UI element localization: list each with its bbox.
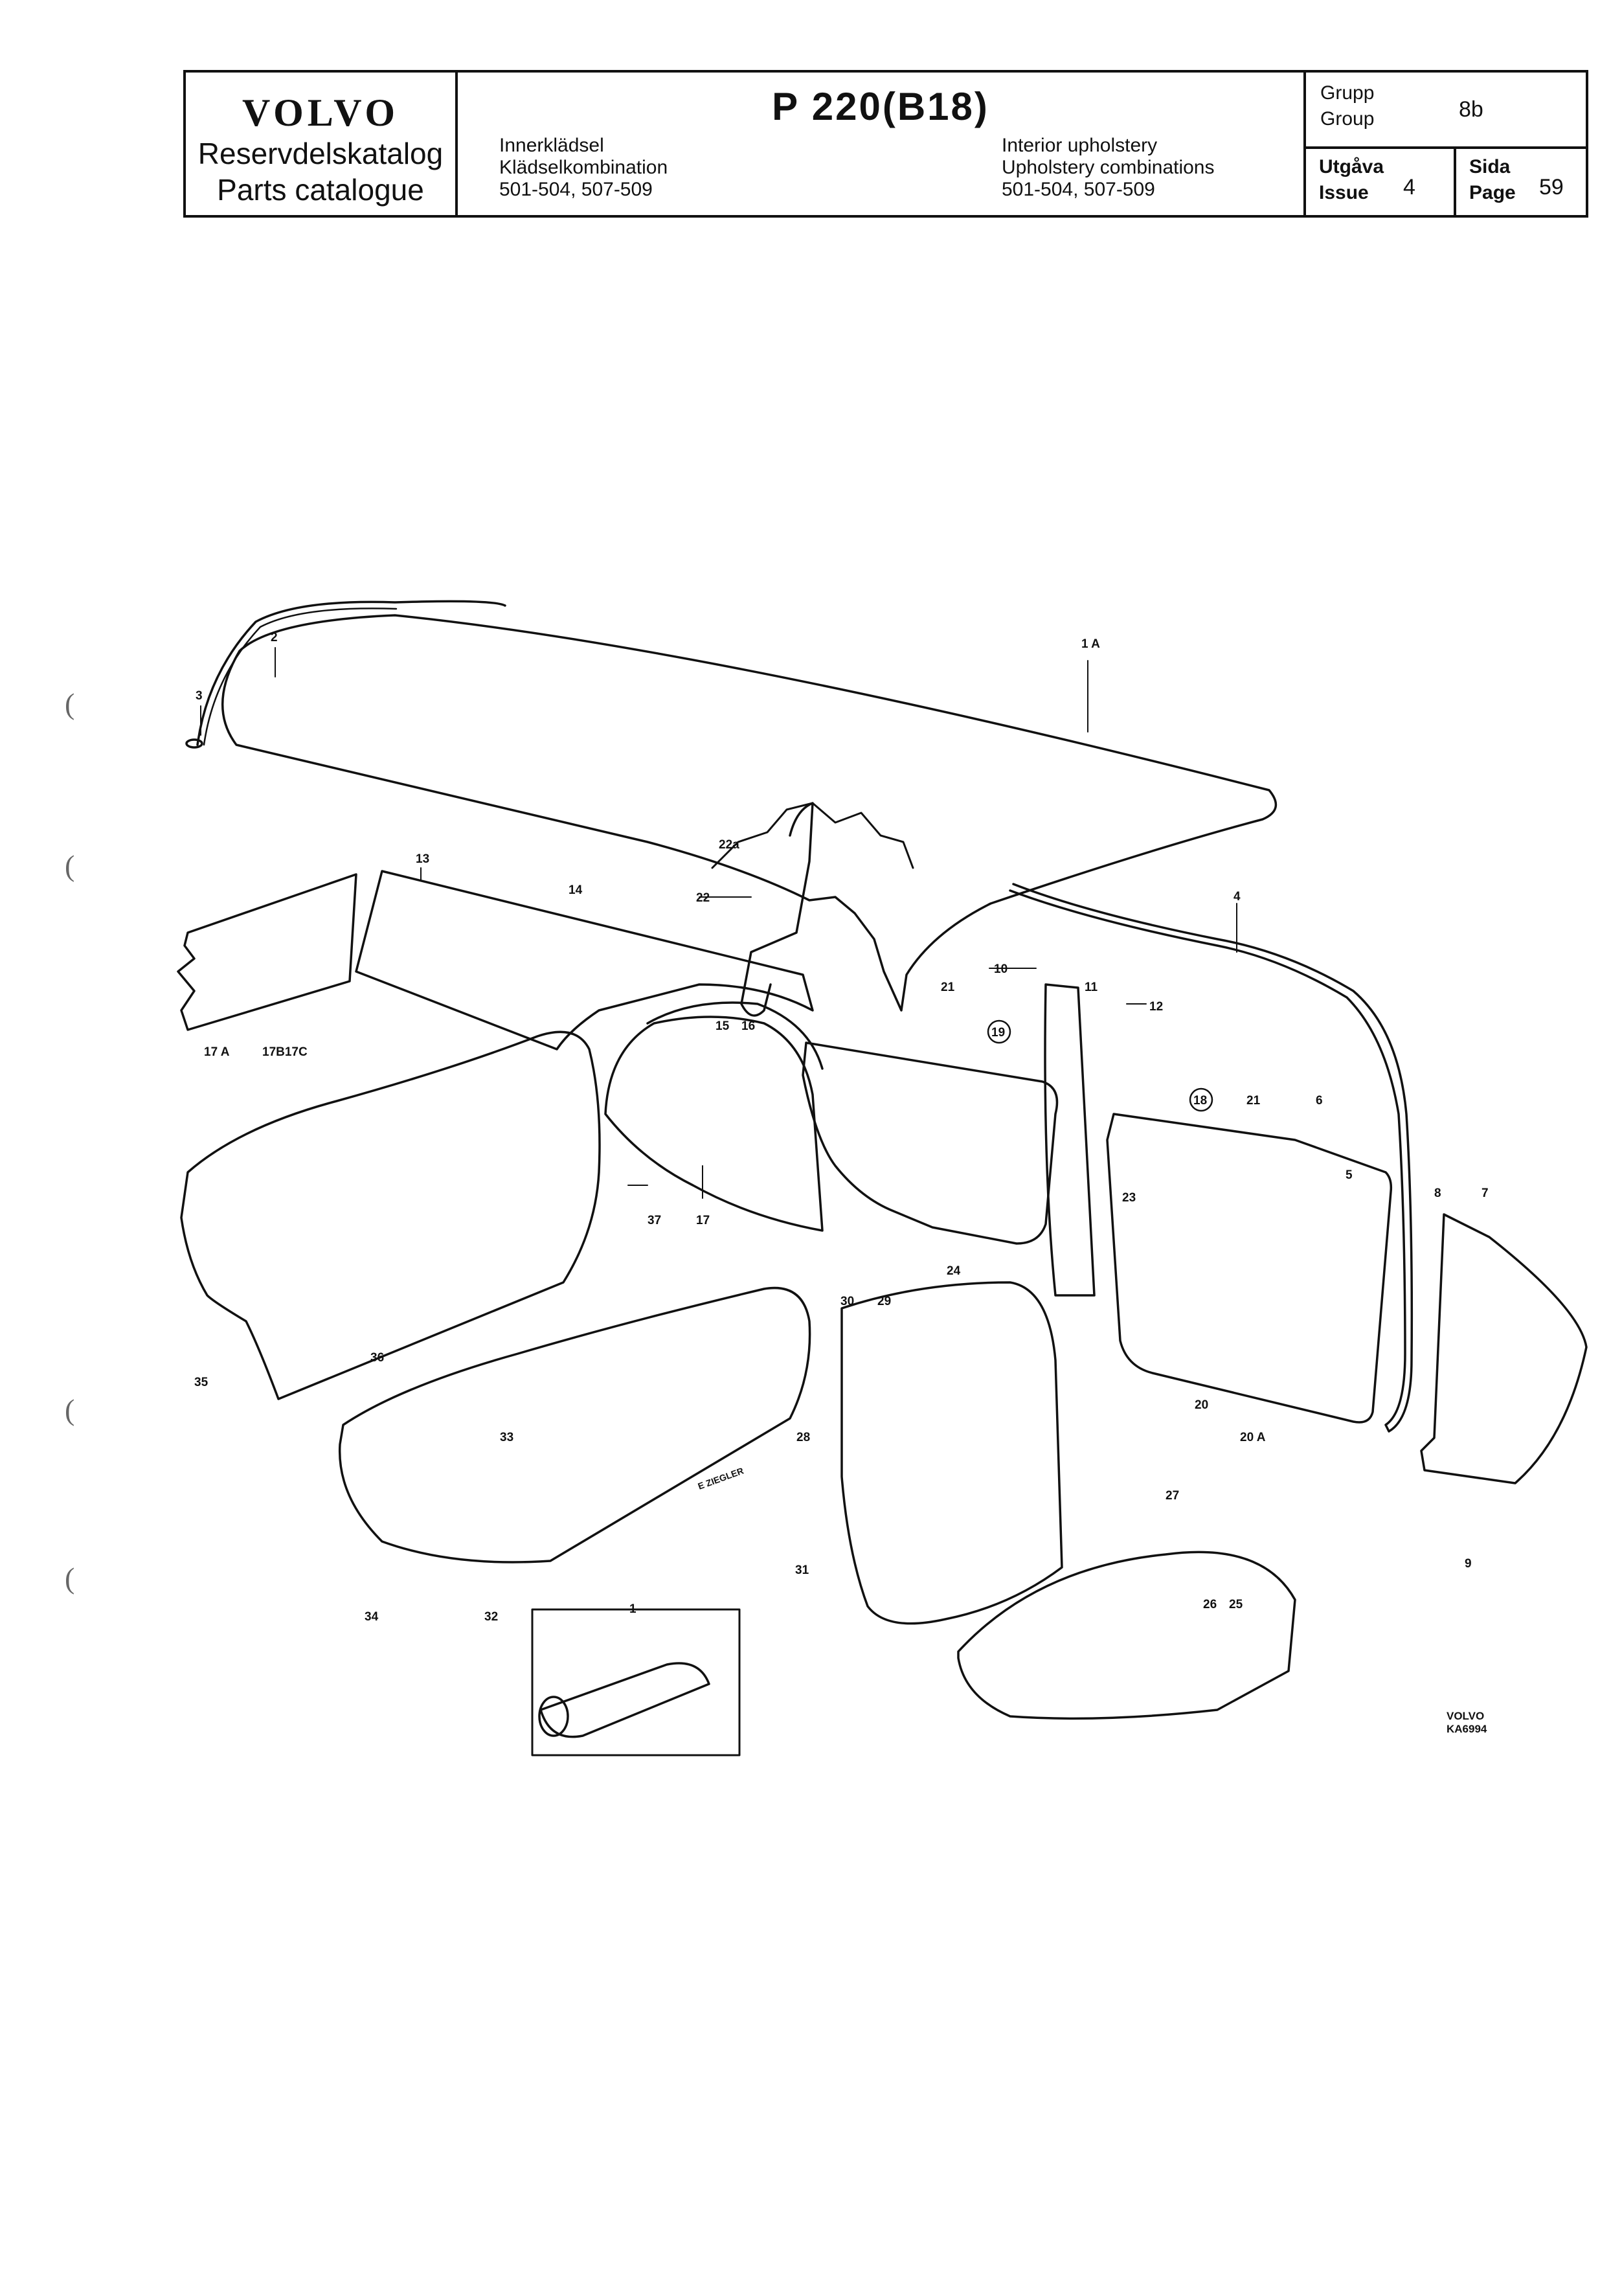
- leader-lines: [200, 647, 1237, 1199]
- front-seat-backrest: [840, 1281, 1063, 1625]
- callout-3: 3: [196, 689, 203, 703]
- callout-19: 19: [991, 1026, 1005, 1040]
- callout-1a: 1 A: [1081, 637, 1100, 651]
- callout-20: 20: [1195, 1398, 1208, 1412]
- roof-edge-strip: [196, 600, 506, 746]
- volvo-logo: VOLVO: [242, 91, 400, 134]
- callout-20a: 20 A: [1240, 1431, 1266, 1444]
- callout-11: 11: [1085, 981, 1098, 994]
- callout-21-rear: 21: [941, 981, 955, 994]
- callout-29: 29: [877, 1295, 891, 1308]
- roll-end: [538, 1696, 569, 1737]
- callout-1: 1: [629, 1602, 636, 1616]
- kick-panel: [1420, 1213, 1588, 1484]
- callout-18: 18: [1193, 1094, 1207, 1108]
- front-door-panel: [1106, 1113, 1393, 1424]
- catalogue-title-en: Parts catalogue: [217, 173, 424, 207]
- callout-9: 9: [1465, 1557, 1472, 1571]
- rear-seat-backrest: [180, 1030, 601, 1400]
- callout-22a: 22a: [719, 838, 739, 852]
- page-field: Sida Page 59: [1469, 156, 1564, 203]
- callout-21-front: 21: [1246, 1094, 1261, 1108]
- callout-17b-17c: 17B17C: [262, 1045, 308, 1059]
- callout-37: 37: [648, 1214, 661, 1227]
- callout-4: 4: [1233, 890, 1241, 904]
- door-seal: [1009, 883, 1414, 1433]
- callout-17a: 17 A: [204, 1045, 230, 1059]
- callout-13: 13: [416, 852, 429, 866]
- wheel-arch-cover: [604, 1001, 824, 1232]
- callout-26: 26: [1203, 1598, 1217, 1611]
- callout-12: 12: [1149, 1000, 1163, 1014]
- binder-hole-mark: (: [65, 687, 75, 720]
- callout-33: 33: [500, 1431, 513, 1444]
- binder-hole-mark: (: [65, 1393, 75, 1426]
- callout-23: 23: [1122, 1191, 1136, 1205]
- upholstery-roll: [539, 1662, 710, 1738]
- callout-36: 36: [370, 1351, 384, 1365]
- callout-24: 24: [947, 1264, 961, 1278]
- group-value: 8b: [1459, 97, 1483, 122]
- callout-22: 22: [696, 891, 710, 905]
- callout-7: 7: [1481, 1187, 1489, 1200]
- callout-32: 32: [484, 1610, 498, 1624]
- roof-clip: [185, 738, 203, 749]
- binder-hole-mark: (: [65, 1562, 75, 1595]
- callout-10: 10: [994, 962, 1008, 976]
- inset-box: [531, 1608, 741, 1756]
- rear-door-panel: [802, 1041, 1059, 1245]
- callout-25: 25: [1229, 1598, 1243, 1611]
- callout-2: 2: [271, 631, 278, 644]
- callout-28: 28: [796, 1431, 810, 1444]
- headliner-panel: [221, 614, 1278, 1012]
- model-title: P 220(B18): [772, 85, 989, 128]
- catalogue-title-sv: Reservdelskatalog: [197, 137, 444, 170]
- reference-cell: Grupp Group 8b Utgåva Issue 4 Sida Page …: [1306, 73, 1586, 218]
- c-pillar-trim: [740, 802, 814, 1017]
- rear-panel: [177, 870, 814, 1051]
- rear-seat-cushion: [338, 1286, 811, 1563]
- binder-hole-mark: (: [65, 849, 75, 882]
- description-english: Interior upholstery Upholstery combinati…: [1002, 135, 1215, 200]
- callout-35: 35: [194, 1376, 208, 1389]
- description-swedish: Innerklädsel Klädselkombination 501-504,…: [499, 135, 668, 200]
- drawing-code: VOLVO KA6994: [1447, 1710, 1487, 1735]
- callout-17: 17: [696, 1214, 710, 1227]
- callout-30: 30: [840, 1295, 854, 1308]
- description-cell: P 220(B18) Innerklädsel Klädselkombinati…: [458, 73, 1306, 215]
- callout-6: 6: [1316, 1094, 1323, 1108]
- issue-field: Utgåva Issue 4: [1306, 149, 1456, 218]
- callout-8: 8: [1434, 1187, 1441, 1200]
- callout-31: 31: [795, 1563, 809, 1577]
- callout-5: 5: [1346, 1168, 1353, 1182]
- callout-16: 16: [741, 1019, 755, 1033]
- catalogue-header: VOLVO Reservdelskatalog Parts catalogue …: [183, 70, 1588, 218]
- issue-value: 4: [1403, 175, 1415, 199]
- callout-15: 15: [715, 1019, 730, 1033]
- page-value: 59: [1539, 175, 1564, 199]
- front-seat-cushion: [957, 1551, 1296, 1720]
- callout-14: 14: [569, 883, 583, 897]
- callout-27: 27: [1166, 1489, 1179, 1503]
- group-field: Grupp Group 8b: [1306, 73, 1586, 149]
- brand-cell: VOLVO Reservdelskatalog Parts catalogue: [186, 73, 458, 215]
- callout-34: 34: [365, 1610, 379, 1624]
- b-pillar-trim: [1044, 983, 1096, 1297]
